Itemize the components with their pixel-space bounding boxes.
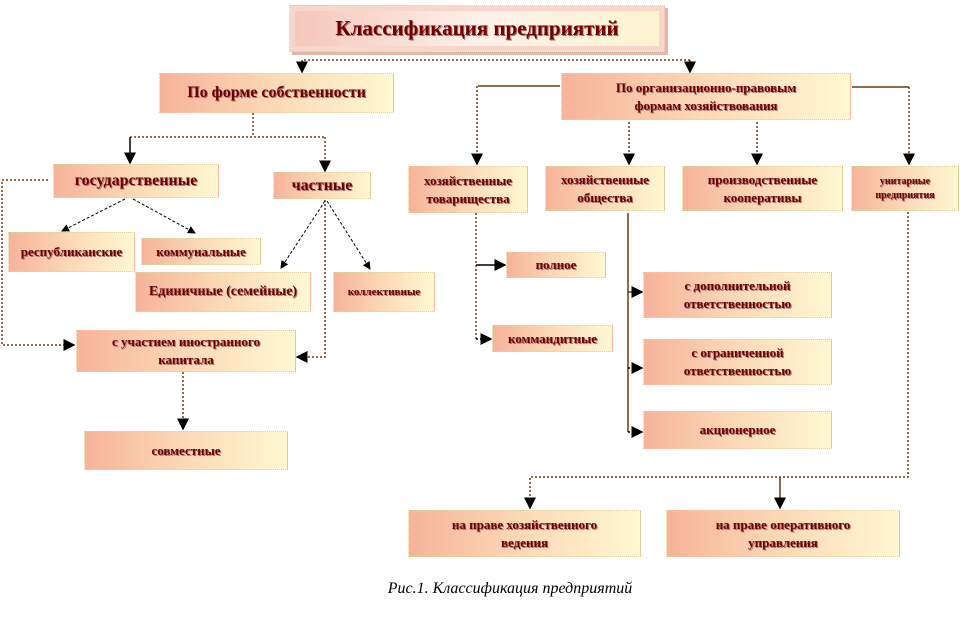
state-to-foreign bbox=[1, 179, 76, 351]
cooperatives-box: производственные кооперативы bbox=[682, 166, 843, 211]
limited-liability-box: с ограниченной ответственностью bbox=[643, 339, 832, 385]
joint-stock-box: акционерное bbox=[643, 411, 832, 449]
diagram-title: Классификация предприятий bbox=[289, 5, 665, 52]
republican-box: республиканские bbox=[8, 232, 135, 272]
communal-box: коммунальные bbox=[141, 238, 261, 265]
ownership-split bbox=[130, 113, 325, 138]
collective-box: коллективные bbox=[333, 272, 435, 312]
joint-box: совместные bbox=[84, 431, 288, 470]
state-box: государственные bbox=[53, 164, 219, 198]
partnerships-box: хозяйственные товарищества bbox=[408, 166, 528, 213]
additional-liability-box: с дополнительной ответственностью bbox=[643, 272, 832, 318]
full-partnership-box: полное bbox=[506, 252, 606, 278]
private-box: частные bbox=[273, 172, 371, 199]
single-family-box: Единичные (семейные) bbox=[135, 272, 311, 312]
private-to-foreign bbox=[295, 200, 326, 363]
limited-partnership-box: коммандитные bbox=[492, 325, 613, 352]
ownership-header: По форме собственности bbox=[159, 73, 394, 113]
legal-forms-header: По организационно-правовым формам хозяйс… bbox=[561, 73, 851, 120]
figure-caption: Рис.1. Классификация предприятий bbox=[387, 580, 633, 597]
operational-management-box: на праве оперативного управления bbox=[666, 510, 900, 557]
economic-management-box: на праве хозяйственного ведения bbox=[408, 510, 641, 557]
foreign-capital-box: с участием иностранного капитала bbox=[76, 330, 296, 372]
title-to-ownership bbox=[296, 59, 690, 74]
companies-box: хозяйственные общества bbox=[545, 166, 665, 211]
unitary-box: унитарные предприятия bbox=[851, 166, 959, 211]
